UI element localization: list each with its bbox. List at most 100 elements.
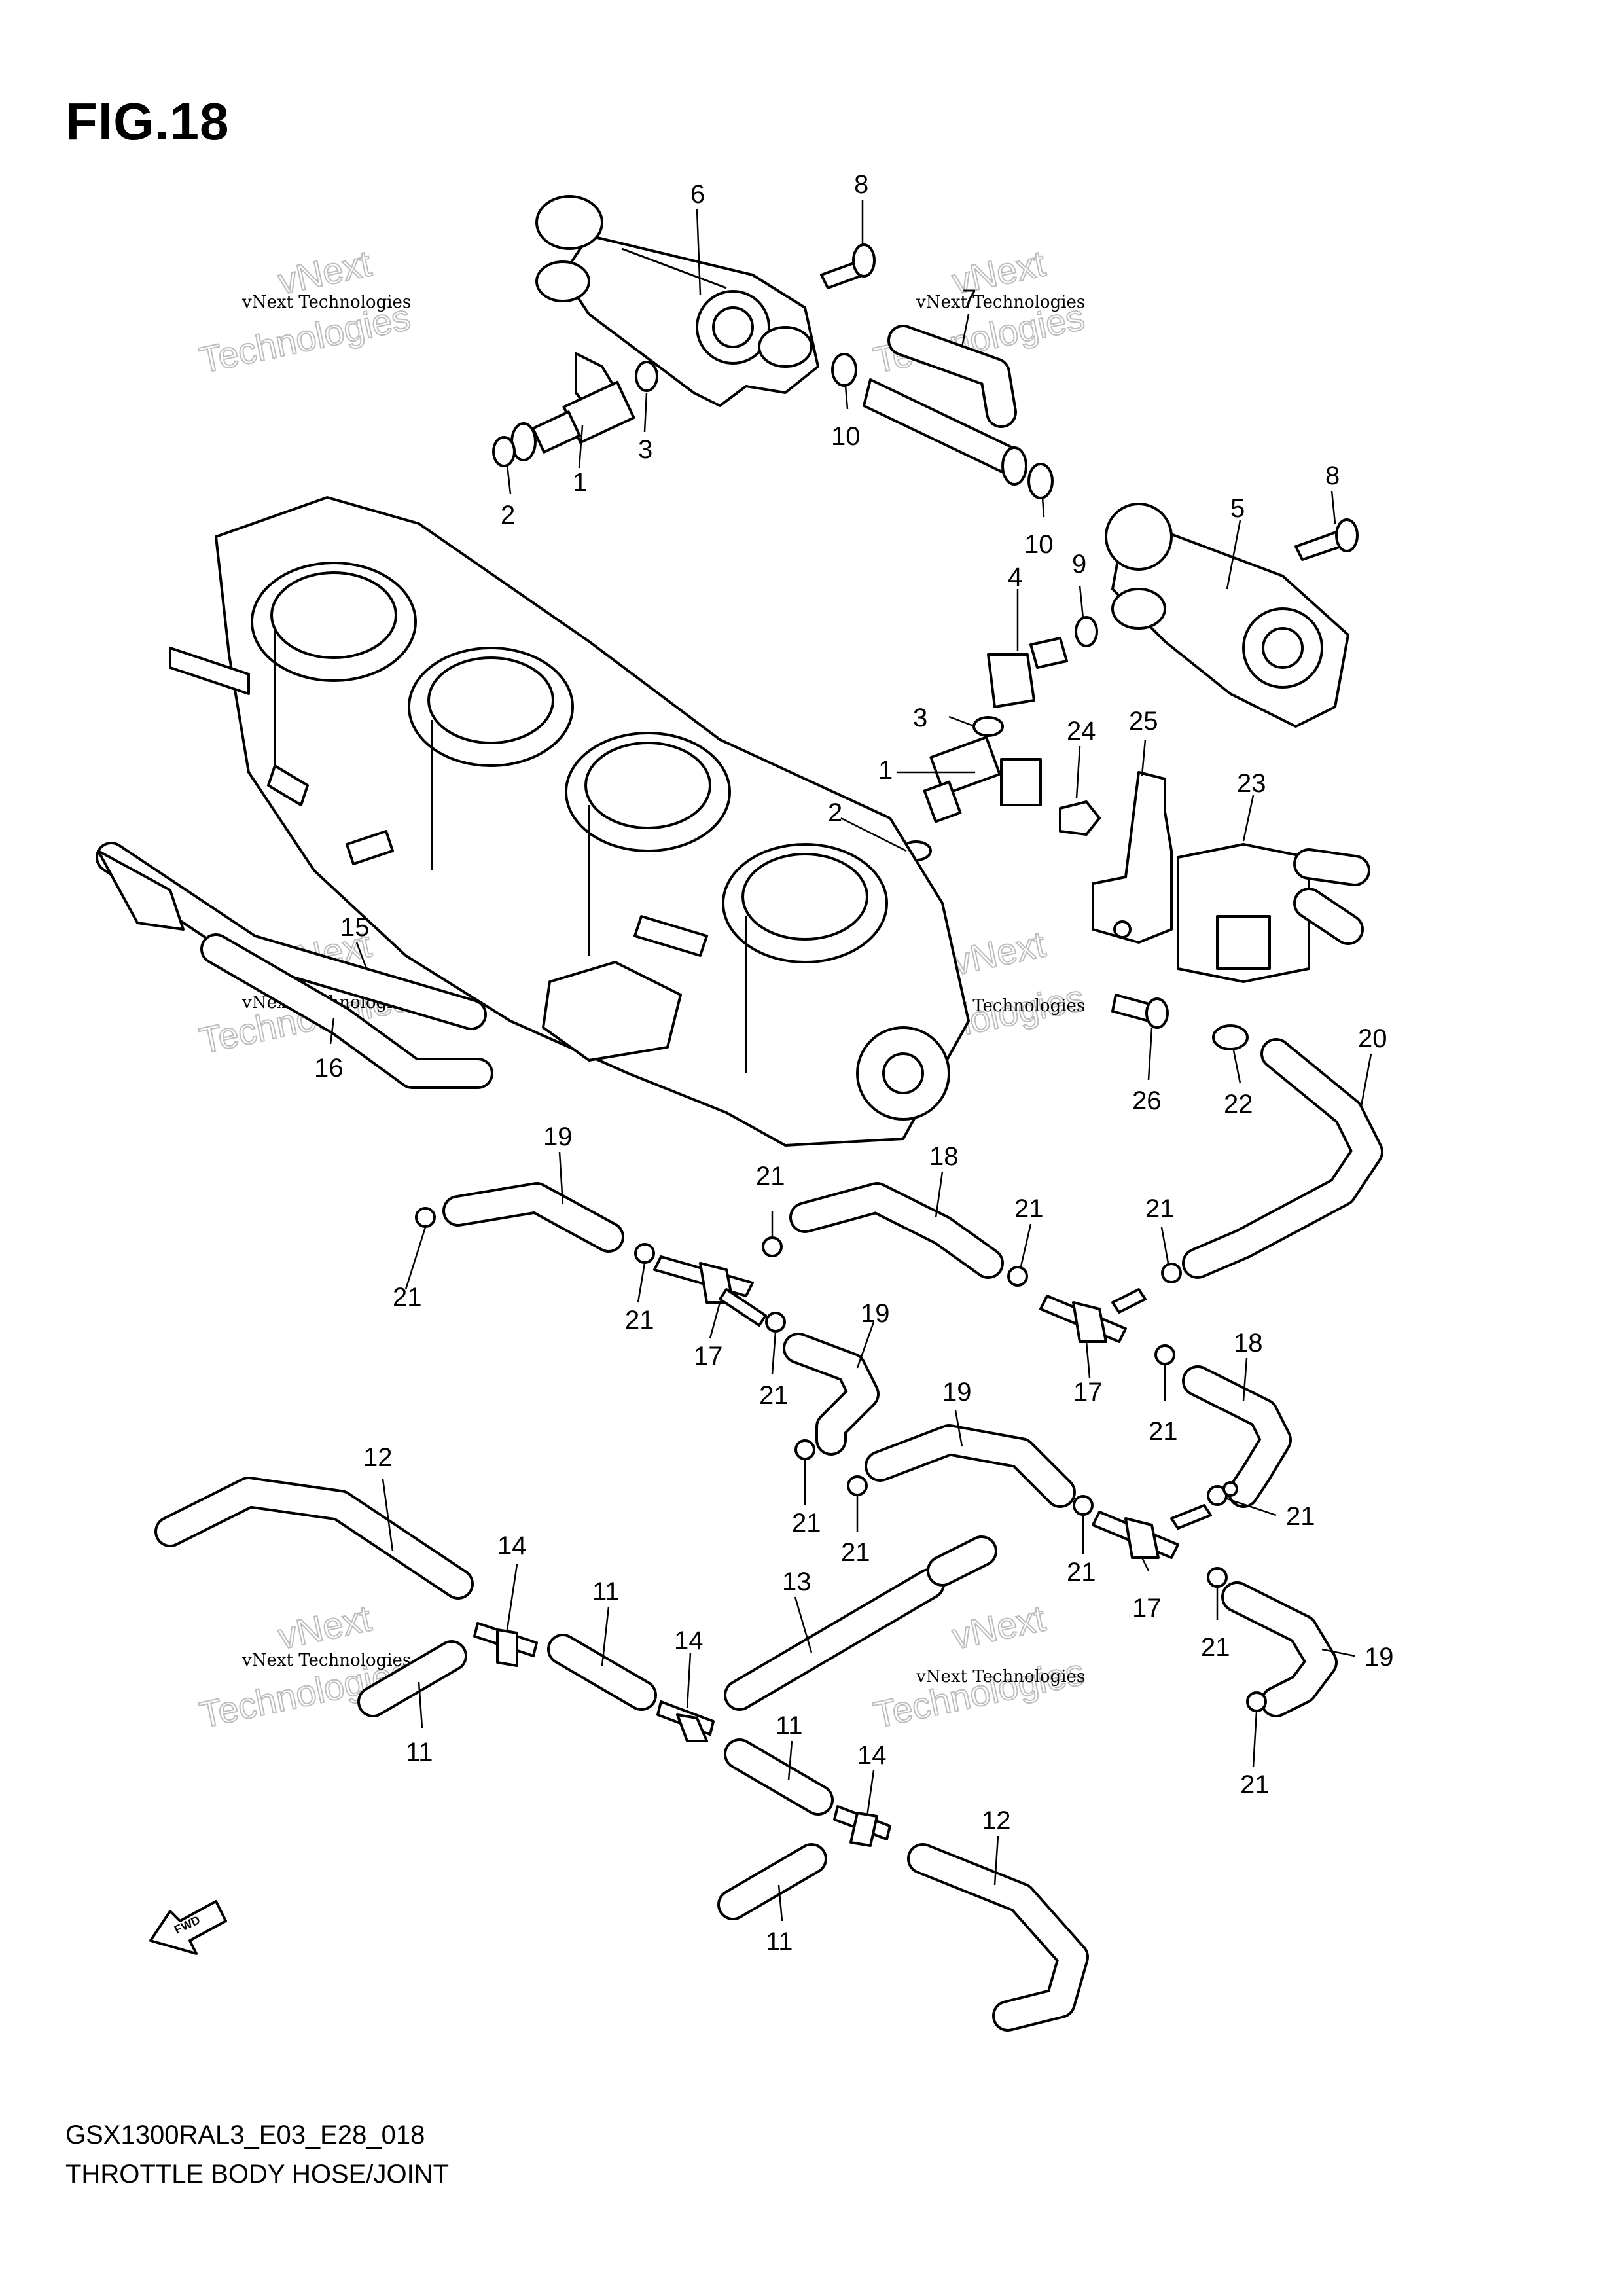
joint-14-b <box>656 1700 715 1742</box>
callout-21: 21 <box>1149 1417 1178 1446</box>
callout-11: 11 <box>766 1928 793 1956</box>
hose-11-b <box>547 1634 657 1711</box>
callout-3: 3 <box>638 435 652 464</box>
watermark-text: vNext Technologies <box>916 1667 1085 1687</box>
clamps-21 <box>415 1207 1267 1712</box>
callout-19: 19 <box>942 1378 972 1407</box>
callout-21: 21 <box>1145 1194 1175 1223</box>
callout-15: 15 <box>340 913 370 942</box>
diagram-code: GSX1300RAL3_E03_E28_018 <box>65 2121 425 2149</box>
callout-21: 21 <box>756 1162 785 1191</box>
callout-21: 21 <box>1014 1194 1044 1223</box>
hose-16 <box>200 933 493 1089</box>
hose-13 <box>724 1535 997 1711</box>
o-ring-10-lower <box>1027 463 1054 499</box>
callout-5: 5 <box>1230 494 1245 523</box>
injector-cap-4 <box>987 637 1068 708</box>
callout-2: 2 <box>828 798 842 827</box>
hose-19-a <box>442 1182 624 1253</box>
callout-21: 21 <box>792 1509 821 1537</box>
callout-18: 18 <box>929 1142 959 1171</box>
callout-16: 16 <box>314 1054 344 1083</box>
callout-19: 19 <box>861 1299 890 1328</box>
bolt-8-upper <box>820 243 876 289</box>
fuel-delivery-pipe-upper <box>535 195 819 407</box>
callout-21: 21 <box>1067 1558 1096 1587</box>
callout-21: 21 <box>393 1283 422 1312</box>
bracket-25 <box>1092 771 1173 944</box>
callout-14: 14 <box>857 1741 887 1770</box>
fuel-feed-joint <box>863 325 1027 486</box>
callout-12: 12 <box>363 1443 393 1472</box>
callout-10: 10 <box>831 422 861 451</box>
callout-8: 8 <box>854 170 868 199</box>
callout-8: 8 <box>1325 461 1340 490</box>
callout-25: 25 <box>1129 707 1158 736</box>
callout-labels: 1 2 3 6 8 10 7 10 5 8 9 4 3 1 2 24 25 23… <box>314 170 1394 1956</box>
hose-end-15 <box>97 850 185 931</box>
callout-19: 19 <box>543 1122 573 1151</box>
callout-9: 9 <box>1072 550 1086 579</box>
watermark-low-right: vNext Technologies vNext Technologies <box>869 1596 1088 1736</box>
hose-12-b <box>907 1843 1089 2032</box>
o-ring-2-upper <box>492 436 516 467</box>
joint-17-a <box>653 1255 767 1327</box>
bolt-26 <box>1111 994 1169 1029</box>
clamp-22 <box>1212 1024 1249 1050</box>
callout-12: 12 <box>982 1806 1011 1835</box>
watermark-text: vNext Technologies <box>241 293 411 312</box>
callout-17: 17 <box>1132 1594 1162 1623</box>
callout-4: 4 <box>1008 563 1022 592</box>
fuel-injector-upper <box>510 352 635 461</box>
watermark-vnext: vNext <box>948 923 1049 982</box>
o-ring-3-lower <box>972 716 1004 737</box>
figure-title: FIG.18 <box>65 92 230 151</box>
joint-17-b <box>1039 1288 1147 1343</box>
callout-11: 11 <box>776 1712 803 1740</box>
callout-1: 1 <box>878 756 893 785</box>
fuel-delivery-pipe-right <box>1105 503 1349 728</box>
throttle-body-assembly <box>169 496 970 1147</box>
watermark-text: vNext Technologies <box>241 1651 411 1670</box>
callout-11: 11 <box>406 1738 433 1767</box>
nut-24 <box>1059 800 1101 836</box>
hose-19-d <box>1221 1581 1338 1717</box>
seal-9 <box>1075 616 1098 647</box>
callout-26: 26 <box>1132 1086 1162 1115</box>
callout-21: 21 <box>1240 1770 1270 1799</box>
solenoid-valve-23 <box>1177 843 1370 983</box>
callout-20: 20 <box>1358 1024 1387 1053</box>
hose-11-c <box>724 1738 834 1816</box>
leader-lines <box>329 200 1372 1922</box>
diagram-caption: THROTTLE BODY HOSE/JOINT <box>65 2160 449 2189</box>
callout-21: 21 <box>625 1306 654 1335</box>
fuel-injector-lower <box>923 736 1042 823</box>
bolt-8-right <box>1294 518 1359 561</box>
callout-2: 2 <box>501 501 515 529</box>
hose-11-d <box>717 1843 827 1920</box>
callout-18: 18 <box>1234 1329 1263 1357</box>
callout-19: 19 <box>1364 1643 1394 1672</box>
callout-21: 21 <box>1286 1502 1315 1531</box>
callout-21: 21 <box>759 1381 789 1410</box>
o-ring-3-upper <box>635 361 658 392</box>
watermark-vnext: vNext <box>274 1597 375 1657</box>
callout-24: 24 <box>1067 717 1096 745</box>
callout-23: 23 <box>1237 769 1266 798</box>
joint-14-c <box>833 1805 891 1847</box>
callout-6: 6 <box>690 180 705 209</box>
hose-20 <box>1182 1038 1383 1279</box>
hose-11-a <box>357 1640 467 1717</box>
callout-7: 7 <box>962 285 976 314</box>
joint-17-c <box>1092 1504 1212 1559</box>
hose-18-a <box>789 1182 1004 1279</box>
hose-19-c <box>865 1424 1076 1508</box>
callout-1: 1 <box>573 468 587 497</box>
hose-12-a <box>154 1477 474 1600</box>
callout-3: 3 <box>913 704 927 732</box>
fwd-arrow: FWD <box>149 1900 227 1955</box>
callout-14: 14 <box>497 1532 527 1560</box>
joint-14-a <box>473 1622 538 1667</box>
watermark-vnext: vNext <box>948 1597 1049 1657</box>
